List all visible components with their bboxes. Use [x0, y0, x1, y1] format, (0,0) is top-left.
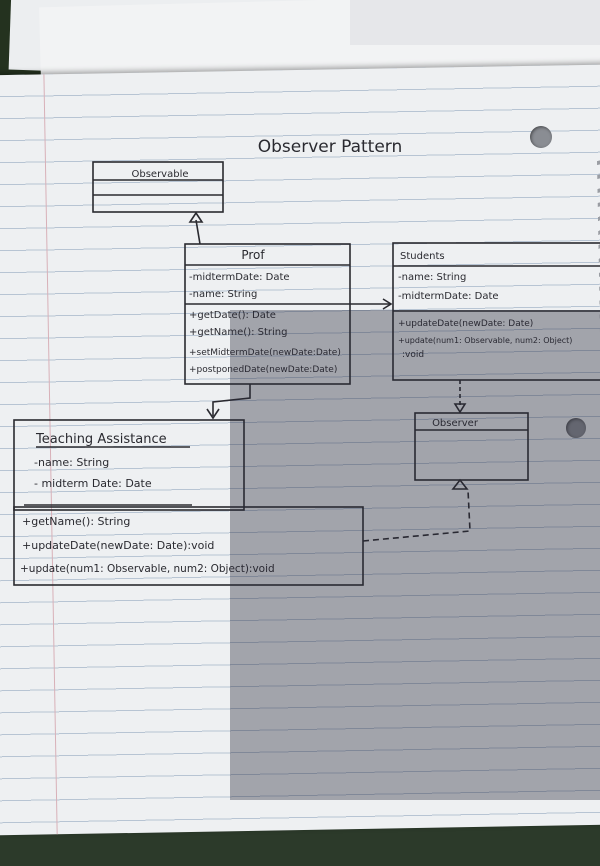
prof-attribute: -midtermDate: Date — [189, 272, 290, 283]
observable-name: Observable — [131, 169, 188, 180]
prof-box — [184, 243, 351, 385]
observer-name: Observer — [432, 418, 479, 429]
ta-box-top — [13, 419, 245, 511]
prof-method: +getName(): String — [189, 327, 288, 338]
relationships — [188, 211, 471, 542]
association-arrowhead — [382, 298, 393, 310]
association-arrowhead — [206, 408, 220, 420]
prof-class: Prof -midtermDate: Date -name: String +g… — [184, 243, 351, 385]
punch-hole — [566, 418, 586, 438]
realization-line — [362, 489, 471, 542]
inheritance-line — [195, 219, 201, 245]
punch-hole — [530, 126, 552, 148]
observable-class: Observable — [92, 161, 224, 213]
students-class: Students -name: String -midtermDate: Dat… — [392, 242, 600, 381]
prof-method: +postponedDate(newDate:Date) — [189, 365, 337, 375]
students-method: :void — [402, 350, 424, 360]
uml-diagram: Observer Pattern Observable Prof -midter… — [13, 137, 600, 586]
prof-name: Prof — [241, 248, 265, 262]
realization-arrowhead — [451, 478, 469, 490]
ta-box-bottom — [13, 506, 364, 586]
inheritance-arrowhead — [188, 211, 204, 223]
students-attribute: -name: String — [398, 272, 466, 283]
students-method: +updateDate(newDate: Date) — [398, 319, 533, 329]
ta-name: Teaching Assistance — [35, 432, 167, 447]
ta-class: Teaching Assistance -name: String - midt… — [13, 419, 364, 586]
observable-box — [92, 161, 224, 213]
realization-arrowhead — [453, 403, 467, 414]
page-title: Observer Pattern — [258, 137, 403, 157]
observer-class: Observer — [414, 412, 529, 481]
students-method: +update(num1: Observable, num2: Object) — [398, 336, 572, 345]
background-sheet — [350, 0, 600, 45]
ta-attribute: -name: String — [34, 456, 109, 469]
ta-method: +update(num1: Observable, num2: Object):… — [20, 563, 275, 575]
prof-attribute: -name: String — [189, 289, 257, 300]
ta-method: +updateDate(newDate: Date):void — [22, 539, 214, 552]
association-line — [212, 384, 251, 416]
prof-method: +getDate(): Date — [189, 310, 276, 321]
ta-method: +getName(): String — [22, 515, 130, 528]
students-name: Students — [400, 251, 445, 262]
prof-method: +setMidtermDate(newDate:Date) — [189, 348, 341, 358]
observer-box — [414, 412, 529, 481]
students-attribute: -midtermDate: Date — [398, 291, 499, 302]
ta-attribute: - midterm Date: Date — [34, 477, 152, 490]
